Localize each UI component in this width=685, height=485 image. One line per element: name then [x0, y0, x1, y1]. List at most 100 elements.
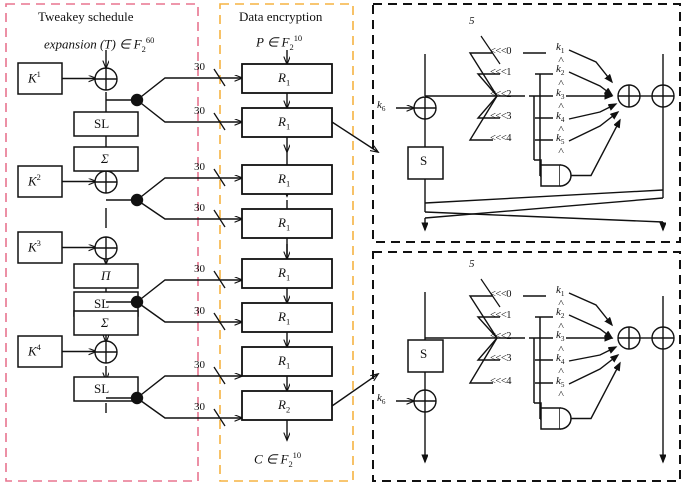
- round-r1-panel-border: [372, 3, 681, 243]
- r1-round-key-label: k6: [377, 99, 386, 114]
- encryption-input-label: P ∈ F210: [256, 33, 303, 52]
- tweakey-panel-title: Tweakey schedule: [38, 9, 134, 24]
- tweakey-key-label-2: K2: [28, 172, 41, 189]
- tweakey-input-label: expansion (T) ∈ F260: [44, 36, 154, 53]
- r2-caret-4: ˄: [558, 365, 565, 377]
- r2-rotation-label-3: <<<3: [490, 353, 512, 364]
- encryption-round-box-7: [241, 346, 333, 377]
- r2-caret-3: ˄: [558, 343, 565, 355]
- tweakey-op-label-6: SL: [94, 381, 110, 396]
- r2-key-label-4: k4: [556, 352, 565, 367]
- tweakey-tap-2: [106, 177, 212, 220]
- tweakey-input-expr: expansion (T) ∈ F: [44, 36, 142, 52]
- tweakey-op-label-5: Σ: [101, 315, 109, 330]
- encryption-output-label: C ∈ F210: [254, 450, 302, 469]
- tap-width-label-8: 30: [194, 401, 205, 413]
- encryption-round-box-8: [241, 390, 333, 421]
- tweakey-tap-4: [106, 375, 212, 419]
- tap-width-label-3: 30: [194, 161, 205, 173]
- tweakey-op-label-1: SL: [94, 116, 110, 131]
- r1-rotation-label-4: <<<4: [490, 133, 512, 144]
- tweakey-op-box-5: [73, 310, 139, 336]
- tweakey-op-box-6: [73, 376, 139, 402]
- r1-fanout-width-label: 5: [469, 15, 475, 27]
- r2-rotation-label-2: <<<2: [490, 331, 512, 342]
- tweakey-key-box-2: [17, 165, 63, 198]
- round-r1-diagram: [396, 35, 675, 230]
- callout-r1: [331, 121, 378, 152]
- round-r2-diagram: [396, 278, 675, 462]
- r1-key-label-2: k2: [556, 63, 565, 78]
- r2-key-label-5: k5: [556, 375, 565, 390]
- tap-width-label-6: 30: [194, 305, 205, 317]
- tweakey-op-box-1: [73, 111, 139, 137]
- tweakey-key-label-1: K1: [28, 69, 41, 86]
- r1-rotation-label-3: <<<3: [490, 111, 512, 122]
- r1-key-label-4: k4: [556, 110, 565, 125]
- encryption-round-box-2: [241, 107, 333, 138]
- r1-rotation-label-1: <<<1: [490, 67, 512, 78]
- tweakey-input-sub: 2: [141, 43, 146, 54]
- r1-key-label-3: k3: [556, 87, 565, 102]
- callout-r2: [331, 374, 378, 407]
- tweakey-key-label-3: K3: [28, 238, 41, 255]
- encryption-round-label-8: R2: [278, 397, 291, 415]
- r1-key-label-1: k1: [556, 41, 565, 56]
- encryption-round-label-6: R1: [278, 309, 291, 327]
- tap-width-label-1: 30: [194, 61, 205, 73]
- tweakey-tap-1: [106, 77, 212, 123]
- r2-caret-5: ˄: [558, 388, 565, 400]
- encryption-round-label-7: R1: [278, 353, 291, 371]
- tweakey-op-label-2: Σ: [101, 151, 109, 166]
- r1-sbox-label: S: [420, 153, 428, 168]
- r2-key-label-1: k1: [556, 284, 565, 299]
- r2-rotation-label-4: <<<4: [490, 376, 512, 387]
- r2-rotation-label-1: <<<1: [490, 310, 512, 321]
- r2-key-label-2: k2: [556, 306, 565, 321]
- r2-rotation-label-0: <<<0: [490, 289, 512, 300]
- r1-rotation-label-2: <<<2: [490, 89, 512, 100]
- tweakey-op-label-4: SL: [94, 296, 110, 311]
- r1-caret-4: ˄: [558, 123, 565, 135]
- tweakey-op-box-3: [73, 263, 139, 289]
- encryption-round-box-4: [241, 208, 333, 239]
- r1-caret-1: ˄: [558, 54, 565, 66]
- r1-key-label-5: k5: [556, 132, 565, 147]
- tweakey-panel-border: [5, 3, 199, 482]
- tweakey-op-box-2: [73, 146, 139, 172]
- r2-key-label-3: k3: [556, 329, 565, 344]
- r1-caret-5: ˄: [558, 145, 565, 157]
- tweakey-tap-3: [106, 279, 212, 323]
- tweakey-key-label-4: K4: [28, 342, 41, 359]
- encryption-round-box-6: [241, 302, 333, 333]
- encryption-panel-title: Data encryption: [239, 9, 323, 24]
- r2-round-key-label: k6: [377, 392, 386, 407]
- tweakey-to-round-arrows: [212, 68, 242, 427]
- encryption-round-box-3: [241, 164, 333, 195]
- tweakey-op-label-3: Π: [101, 268, 111, 283]
- tap-width-label-4: 30: [194, 202, 205, 214]
- round-r1-sbox: [407, 146, 444, 180]
- tweakey-key-box-1: [17, 62, 63, 95]
- r1-rotation-label-0: <<<0: [490, 46, 512, 57]
- encryption-round-label-3: R1: [278, 171, 291, 189]
- r1-caret-2: ˄: [558, 77, 565, 89]
- r2-sbox-label: S: [420, 346, 428, 361]
- r2-caret-2: ˄: [558, 320, 565, 332]
- tap-width-label-5: 30: [194, 263, 205, 275]
- tap-width-label-2: 30: [194, 105, 205, 117]
- encryption-round-label-4: R1: [278, 215, 291, 233]
- encryption-round-label-2: R1: [278, 114, 291, 132]
- encryption-round-label-5: R1: [278, 265, 291, 283]
- encryption-round-label-1: R1: [278, 70, 291, 88]
- r2-caret-1: ˄: [558, 297, 565, 309]
- r2-fanout-width-label: 5: [469, 258, 475, 270]
- round-r2-panel-border: [372, 251, 681, 482]
- encryption-round-box-1: [241, 63, 333, 94]
- round-r2-sbox: [407, 339, 444, 373]
- tweakey-key-box-4: [17, 335, 63, 368]
- r1-caret-3: ˄: [558, 100, 565, 112]
- tap-width-label-7: 30: [194, 359, 205, 371]
